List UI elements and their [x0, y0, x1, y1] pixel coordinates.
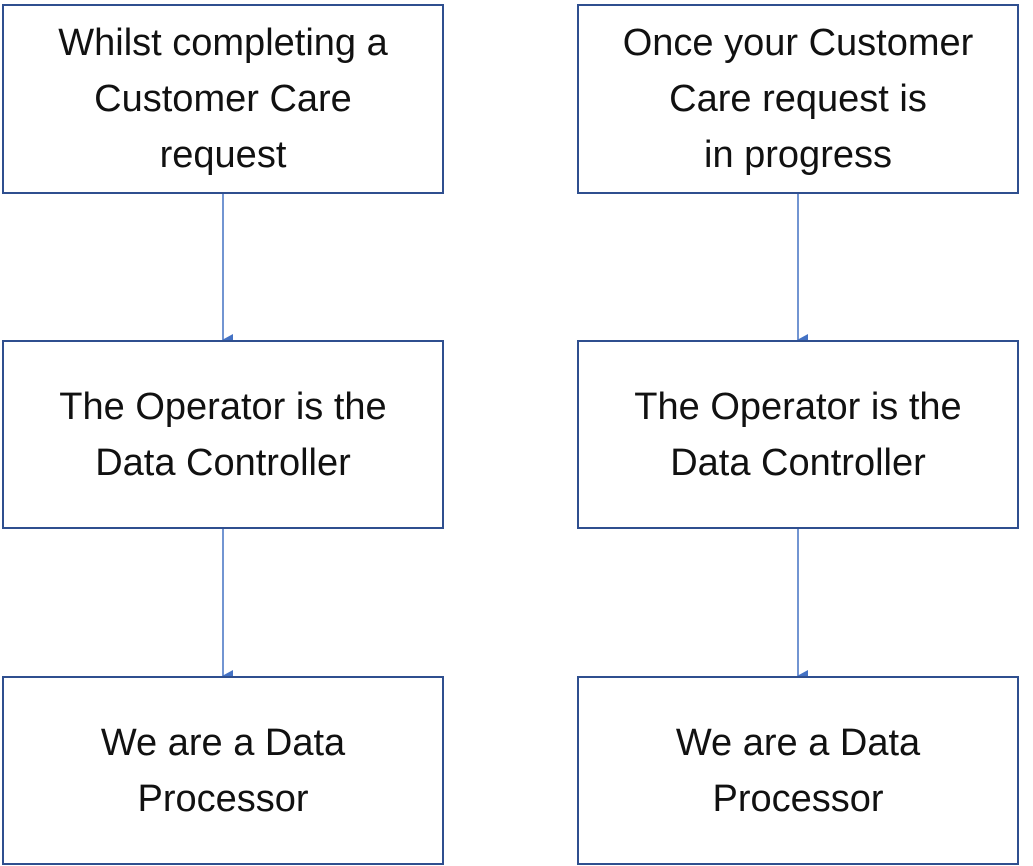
left-box-2-label: The Operator is the Data Controller	[59, 385, 387, 484]
right-box-3-label: We are a Data Processor	[675, 721, 921, 820]
right-box-operator-controller: The Operator is the Data Controller	[577, 340, 1019, 529]
right-box-1-label: Once your Customer Care request is in pr…	[622, 22, 974, 176]
right-box-2-label: The Operator is the Data Controller	[634, 385, 962, 484]
right-box-data-processor: We are a Data Processor	[577, 676, 1019, 865]
left-box-3-label: We are a Data Processor	[100, 721, 346, 820]
left-box-customer-care-request: Whilst completing a Customer Care reques…	[2, 4, 444, 194]
left-box-data-processor: We are a Data Processor	[2, 676, 444, 865]
left-box-1-label: Whilst completing a Customer Care reques…	[58, 22, 388, 176]
left-box-operator-controller: The Operator is the Data Controller	[2, 340, 444, 529]
right-box-request-in-progress: Once your Customer Care request is in pr…	[577, 4, 1019, 194]
